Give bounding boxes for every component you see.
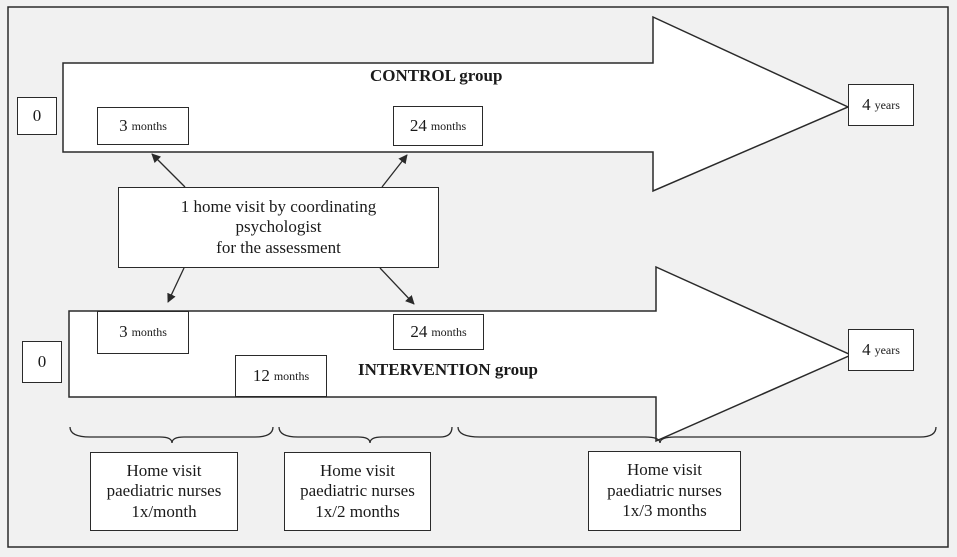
- arrow-to-control-3-months: [151, 153, 186, 188]
- brace-first-period: [69, 426, 274, 444]
- arrow-to-intervention-24-months: [379, 267, 415, 305]
- home-visit-text: Home visit paediatric nurses 1x/2 months: [300, 460, 415, 521]
- arrow-to-control-24-months: [381, 154, 408, 188]
- intervention-end-box: 4 years: [848, 329, 914, 371]
- intervention-group-title: INTERVENTION group: [358, 360, 538, 379]
- assessment-text: 1 home visit by coordinating psychologis…: [180, 196, 377, 257]
- end-value: 4: [862, 94, 871, 114]
- end-unit: years: [874, 97, 900, 112]
- milestone-value: 3: [119, 115, 128, 135]
- milestone-unit: months: [131, 325, 167, 340]
- home-visit-quarterly-box: Home visit paediatric nurses 1x/3 months: [588, 451, 741, 531]
- home-visit-text: Home visit paediatric nurses 1x/3 months: [607, 460, 722, 521]
- milestone-unit: months: [131, 118, 167, 133]
- milestone-value: 24: [409, 115, 427, 135]
- milestone-value: 12: [252, 365, 270, 385]
- control-end-box: 4 years: [848, 84, 914, 126]
- control-start-box: 0: [17, 97, 57, 135]
- intervention-milestone-24-months: 24 months: [393, 314, 484, 350]
- home-visit-monthly-box: Home visit paediatric nurses 1x/month: [90, 452, 238, 531]
- brace-third-period: [457, 426, 937, 444]
- assessment-box: 1 home visit by coordinating psychologis…: [118, 187, 439, 268]
- intervention-timeline-arrow: [68, 265, 853, 443]
- home-visit-text: Home visit paediatric nurses 1x/month: [106, 460, 222, 521]
- brace-second-period: [278, 426, 453, 444]
- milestone-unit: months: [273, 368, 310, 383]
- end-value: 4: [862, 339, 871, 359]
- arrow-to-intervention-3-months: [167, 267, 185, 303]
- control-milestone-24-months: 24 months: [393, 106, 483, 146]
- control-milestone-3-months: 3 months: [97, 107, 189, 145]
- control-timeline-arrow: [62, 15, 850, 193]
- milestone-value: 24: [410, 321, 428, 341]
- outer-frame: [7, 6, 949, 548]
- intervention-milestone-3-months: 3 months: [97, 311, 189, 354]
- intervention-start-value: 0: [37, 351, 47, 371]
- end-unit: years: [874, 342, 900, 357]
- intervention-start-box: 0: [22, 341, 62, 383]
- home-visit-bimonthly-box: Home visit paediatric nurses 1x/2 months: [284, 452, 431, 531]
- milestone-value: 3: [119, 322, 128, 342]
- control-group-title: CONTROL group: [370, 66, 503, 85]
- milestone-unit: months: [430, 118, 467, 133]
- control-start-value: 0: [32, 105, 42, 125]
- intervention-milestone-12-months: 12 months: [235, 355, 327, 397]
- milestone-unit: months: [431, 324, 467, 339]
